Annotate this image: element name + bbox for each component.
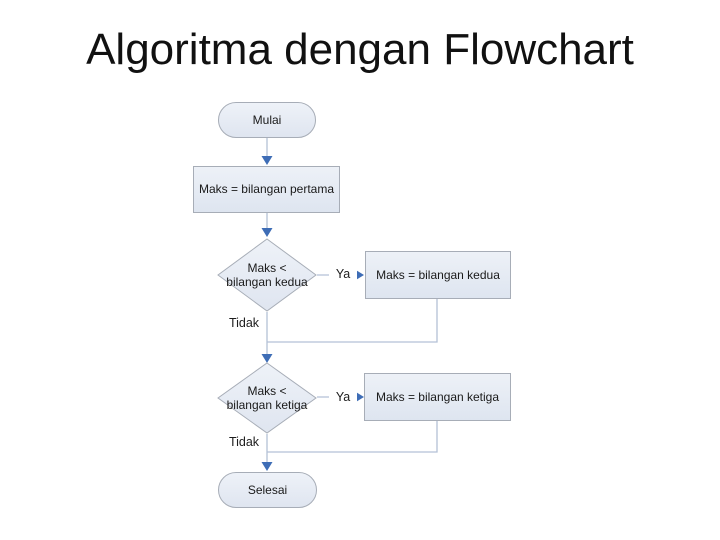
node-decision-second-diamond bbox=[217, 238, 317, 312]
connector-p3-feedback bbox=[267, 421, 438, 453]
decision-third-line1: Maks < bbox=[247, 384, 287, 398]
edge-label-yes1: Ya bbox=[329, 267, 357, 281]
node-assign-second-label: Maks = bilangan kedua bbox=[376, 267, 500, 282]
node-decision-third-label: Maks < bilangan ketiga bbox=[217, 362, 317, 434]
arrow-down-icon bbox=[261, 354, 273, 363]
slide-title: Algoritma dengan Flowchart bbox=[86, 25, 634, 74]
node-end-label: Selesai bbox=[247, 482, 288, 497]
node-assign-first-label: Maks = bilangan pertama bbox=[198, 182, 335, 196]
node-end-terminator: Selesai bbox=[218, 472, 317, 508]
arrow-right-icon bbox=[355, 391, 364, 403]
node-decision-third-diamond bbox=[217, 362, 317, 434]
decision-second-line2: bilangan kedua bbox=[226, 275, 308, 289]
arrow-right-icon bbox=[355, 269, 364, 281]
node-assign-first-process: Maks = bilangan pertama bbox=[193, 166, 340, 213]
node-assign-second-process: Maks = bilangan kedua bbox=[365, 251, 511, 299]
arrow-down-icon bbox=[261, 462, 273, 471]
edge-label-yes2: Ya bbox=[329, 390, 357, 404]
node-start-label: Mulai bbox=[252, 112, 282, 127]
edge-label-no1: Tidak bbox=[228, 316, 260, 330]
node-assign-third-process: Maks = bilangan ketiga bbox=[364, 373, 511, 421]
edge-label-no2: Tidak bbox=[228, 435, 260, 449]
connector-p2-feedback bbox=[267, 299, 438, 343]
node-start-terminator: Mulai bbox=[218, 102, 316, 138]
node-decision-second-label: Maks < bilangan kedua bbox=[217, 238, 317, 312]
node-assign-third-label: Maks = bilangan ketiga bbox=[375, 389, 500, 404]
arrow-down-icon bbox=[261, 228, 273, 237]
decision-second-line1: Maks < bbox=[247, 261, 287, 275]
decision-third-line2: bilangan ketiga bbox=[226, 398, 308, 412]
arrow-down-icon bbox=[261, 156, 273, 165]
